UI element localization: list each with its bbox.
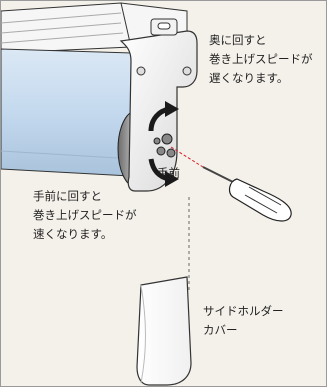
screwdriver-icon: [202, 166, 292, 222]
alignment-guide-line: [170, 146, 204, 168]
cover-label: サイドホルダー カバー: [203, 304, 284, 337]
front-direction-label: 手前: [157, 166, 180, 180]
front-rotation-note: 手前に回すと 巻き上げスピードが 速くなります。: [33, 189, 137, 241]
side-holder-cover: [136, 276, 192, 386]
back-rotation-note: 奥に回すと 巻き上げスピードが 遅くなります。: [209, 33, 313, 85]
curved-arrow-down-icon: [148, 158, 179, 187]
curved-arrow-up-icon: [148, 101, 179, 132]
